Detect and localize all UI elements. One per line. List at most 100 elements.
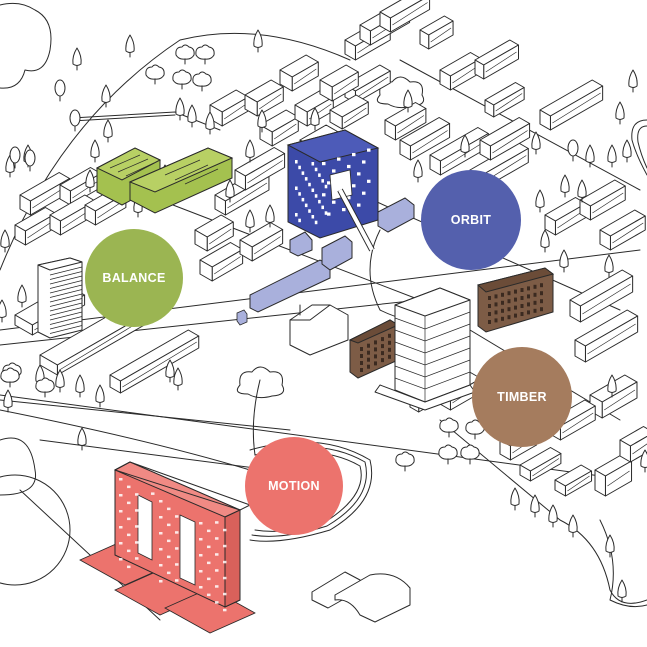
tree-icon	[0, 229, 10, 253]
tree-icon	[9, 146, 21, 169]
tree-icon	[69, 109, 81, 132]
tree-icon	[540, 229, 550, 253]
hotspot-motion[interactable]: MOTION	[245, 437, 343, 535]
hotspot-orbit-label: ORBIT	[450, 213, 492, 227]
tree-icon	[72, 47, 82, 71]
hotspot-orbit[interactable]: ORBIT	[421, 170, 521, 270]
building	[594, 454, 633, 497]
tree-icon	[628, 69, 638, 93]
tree-icon	[460, 134, 470, 158]
tree-icon	[75, 374, 85, 398]
hangar-building	[311, 571, 411, 623]
tree-icon	[403, 89, 413, 113]
office-tower	[37, 257, 83, 339]
tree-icon	[35, 377, 55, 398]
building	[239, 222, 284, 262]
building	[419, 15, 454, 50]
tree-icon	[560, 174, 570, 198]
tree-icon	[172, 69, 192, 90]
building	[319, 64, 359, 102]
tree-icon	[615, 101, 625, 125]
tree-icon	[245, 209, 255, 233]
tree-icon	[568, 514, 578, 538]
building	[569, 269, 634, 323]
tree-icon	[145, 64, 165, 85]
tree-icon	[103, 119, 113, 143]
building	[279, 54, 319, 92]
building	[554, 464, 593, 497]
building	[484, 82, 525, 118]
tree-icon	[604, 254, 614, 278]
hotspot-timber[interactable]: TIMBER	[472, 347, 572, 447]
tree-icon	[24, 149, 36, 172]
tree-icon	[205, 111, 215, 135]
building	[379, 0, 431, 33]
tree-icon	[531, 131, 541, 155]
cloud-small	[236, 76, 425, 399]
hotspot-balance[interactable]: BALANCE	[85, 229, 183, 327]
tree-icon	[265, 204, 275, 228]
tree-icon	[173, 367, 183, 391]
timber-building	[348, 267, 555, 411]
tree-icon	[101, 84, 111, 108]
tree-icon	[413, 159, 423, 183]
building	[519, 447, 562, 482]
building	[574, 309, 639, 363]
building	[384, 102, 427, 141]
tree-icon	[585, 144, 595, 168]
balloon-outline	[631, 119, 647, 176]
tree-icon	[192, 71, 212, 92]
tree-icon	[54, 79, 66, 102]
tree-icon	[225, 179, 235, 203]
hotspot-timber-label: TIMBER	[497, 390, 547, 404]
tree-icon	[257, 109, 267, 133]
tree-icon	[439, 417, 459, 438]
tree-icon	[95, 384, 105, 408]
tree-icon	[510, 487, 520, 511]
building	[539, 79, 604, 131]
tree-icon	[0, 299, 7, 323]
tree-icon	[253, 29, 263, 53]
tree-icon	[90, 139, 100, 163]
building	[259, 109, 299, 147]
orbit-building	[236, 129, 415, 326]
tree-icon	[17, 284, 27, 308]
tree-icon	[245, 139, 255, 163]
cloud-bottom-left	[0, 437, 71, 586]
tree-icon	[460, 444, 480, 465]
building	[544, 197, 587, 236]
tree-icon	[617, 579, 627, 603]
tree-icon	[77, 427, 87, 451]
tree-icon	[0, 367, 20, 388]
tree-icon	[607, 144, 617, 168]
tree-icon	[530, 494, 540, 518]
motion-building	[79, 461, 256, 634]
building	[579, 179, 626, 221]
tree-icon	[55, 369, 65, 393]
tree-icon	[640, 449, 647, 473]
tree-icon	[3, 389, 13, 413]
building	[329, 94, 369, 130]
building	[209, 89, 249, 127]
building	[14, 207, 57, 246]
building	[244, 79, 284, 117]
tree-icon	[438, 444, 458, 465]
tree-icon	[175, 44, 195, 65]
building	[399, 117, 451, 161]
building	[439, 52, 482, 91]
tree-icon	[165, 359, 175, 383]
tree-icon	[559, 249, 569, 273]
building	[599, 209, 646, 251]
tree-icon	[577, 179, 587, 203]
cloud-top-left	[0, 2, 52, 89]
tree-icon	[548, 504, 558, 528]
chapel-building	[289, 304, 349, 356]
tree-icon	[395, 451, 415, 472]
tree-icon	[85, 169, 95, 193]
building	[109, 329, 200, 394]
building	[479, 117, 531, 161]
building	[199, 242, 244, 282]
tree-icon	[310, 107, 320, 131]
tree-icon	[535, 189, 545, 213]
